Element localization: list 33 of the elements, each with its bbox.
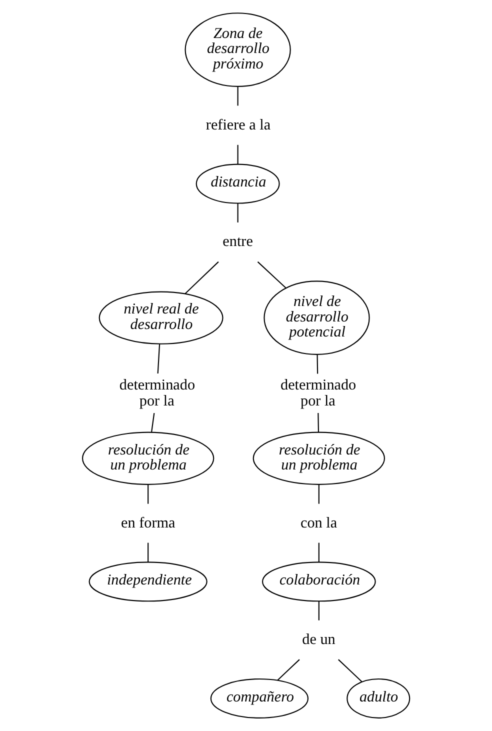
connector xyxy=(316,354,318,374)
node-ellipse: resolución de un problema xyxy=(82,432,214,485)
node-ellipse: adulto xyxy=(346,678,410,718)
connector xyxy=(148,542,149,562)
node-ellipse: compañero xyxy=(210,678,309,718)
node-ellipse: nivel real de desarrollo xyxy=(98,291,224,344)
connector xyxy=(318,542,320,562)
node-text: con la xyxy=(300,515,338,532)
node-text: determinado por la xyxy=(280,377,356,410)
node-text: determinado por la xyxy=(119,377,196,410)
node-ellipse: nivel de desarrollo potencial xyxy=(264,280,370,355)
node-text: refiere a la xyxy=(206,117,271,134)
node-ellipse: independiente xyxy=(88,562,208,602)
node-ellipse: Zona de desarrollo próximo xyxy=(184,12,291,87)
connector xyxy=(318,413,320,432)
connector xyxy=(151,412,155,432)
node-text: de un xyxy=(302,632,336,648)
connector xyxy=(257,261,286,288)
connector xyxy=(148,484,149,504)
node-text: entre xyxy=(222,234,253,250)
node-ellipse: distancia xyxy=(196,164,280,204)
connector xyxy=(237,203,238,222)
node-ellipse: colaboración xyxy=(262,562,376,602)
connector xyxy=(277,659,300,681)
connector xyxy=(237,86,238,106)
node-ellipse: resolución de un problema xyxy=(252,432,386,485)
connector xyxy=(338,659,362,682)
connector xyxy=(237,144,238,164)
connector xyxy=(184,261,219,294)
node-text: en forma xyxy=(121,515,176,532)
connector xyxy=(157,344,160,374)
connector xyxy=(318,484,320,504)
connector xyxy=(318,601,320,620)
